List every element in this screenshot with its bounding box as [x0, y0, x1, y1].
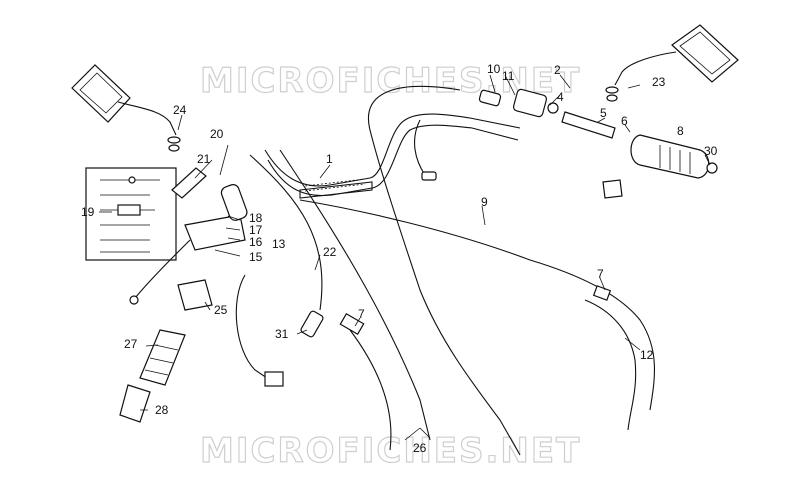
callout-28: 28 — [155, 403, 169, 417]
callout-18: 18 — [249, 211, 263, 225]
right-grip-assembly — [478, 88, 718, 199]
callout-19: 19 — [81, 205, 95, 219]
left-switch-assembly — [85, 167, 248, 311]
callout-16: 16 — [249, 235, 263, 249]
callout-26: 26 — [413, 441, 427, 455]
callout-7-center: 7 — [358, 307, 365, 321]
callout-7-right: 7 — [597, 267, 604, 281]
left-grip — [119, 329, 186, 423]
callout-31: 31 — [275, 327, 289, 341]
callout-12: 12 — [640, 348, 654, 362]
callout-2: 2 — [554, 63, 561, 77]
callout-6: 6 — [621, 114, 628, 128]
right-mirror — [605, 24, 739, 102]
leader-lines — [99, 74, 711, 441]
watermark-bottom: MICROFICHES.NET — [200, 431, 581, 471]
handlebar — [264, 113, 521, 199]
left-mirror — [71, 64, 181, 152]
callout-25: 25 — [214, 303, 228, 317]
callout-20: 20 — [210, 127, 224, 141]
callout-27: 27 — [124, 337, 138, 351]
cables — [235, 85, 655, 456]
callout-labels: 1 2 4 5 6 7 7 8 9 10 11 12 13 15 16 17 1… — [81, 62, 718, 455]
callout-30: 30 — [704, 144, 718, 158]
callout-4: 4 — [557, 90, 564, 104]
callout-9: 9 — [481, 195, 488, 209]
callout-13: 13 — [272, 237, 286, 251]
callout-22: 22 — [323, 245, 337, 259]
callout-10: 10 — [487, 62, 501, 76]
callout-15: 15 — [249, 250, 263, 264]
callout-24: 24 — [173, 103, 187, 117]
callout-23: 23 — [652, 75, 666, 89]
callout-1: 1 — [326, 152, 333, 166]
callout-5: 5 — [600, 106, 607, 120]
callout-17: 17 — [249, 223, 263, 237]
callout-11: 11 — [502, 69, 515, 83]
callout-21: 21 — [197, 152, 211, 166]
callout-8: 8 — [677, 124, 684, 138]
